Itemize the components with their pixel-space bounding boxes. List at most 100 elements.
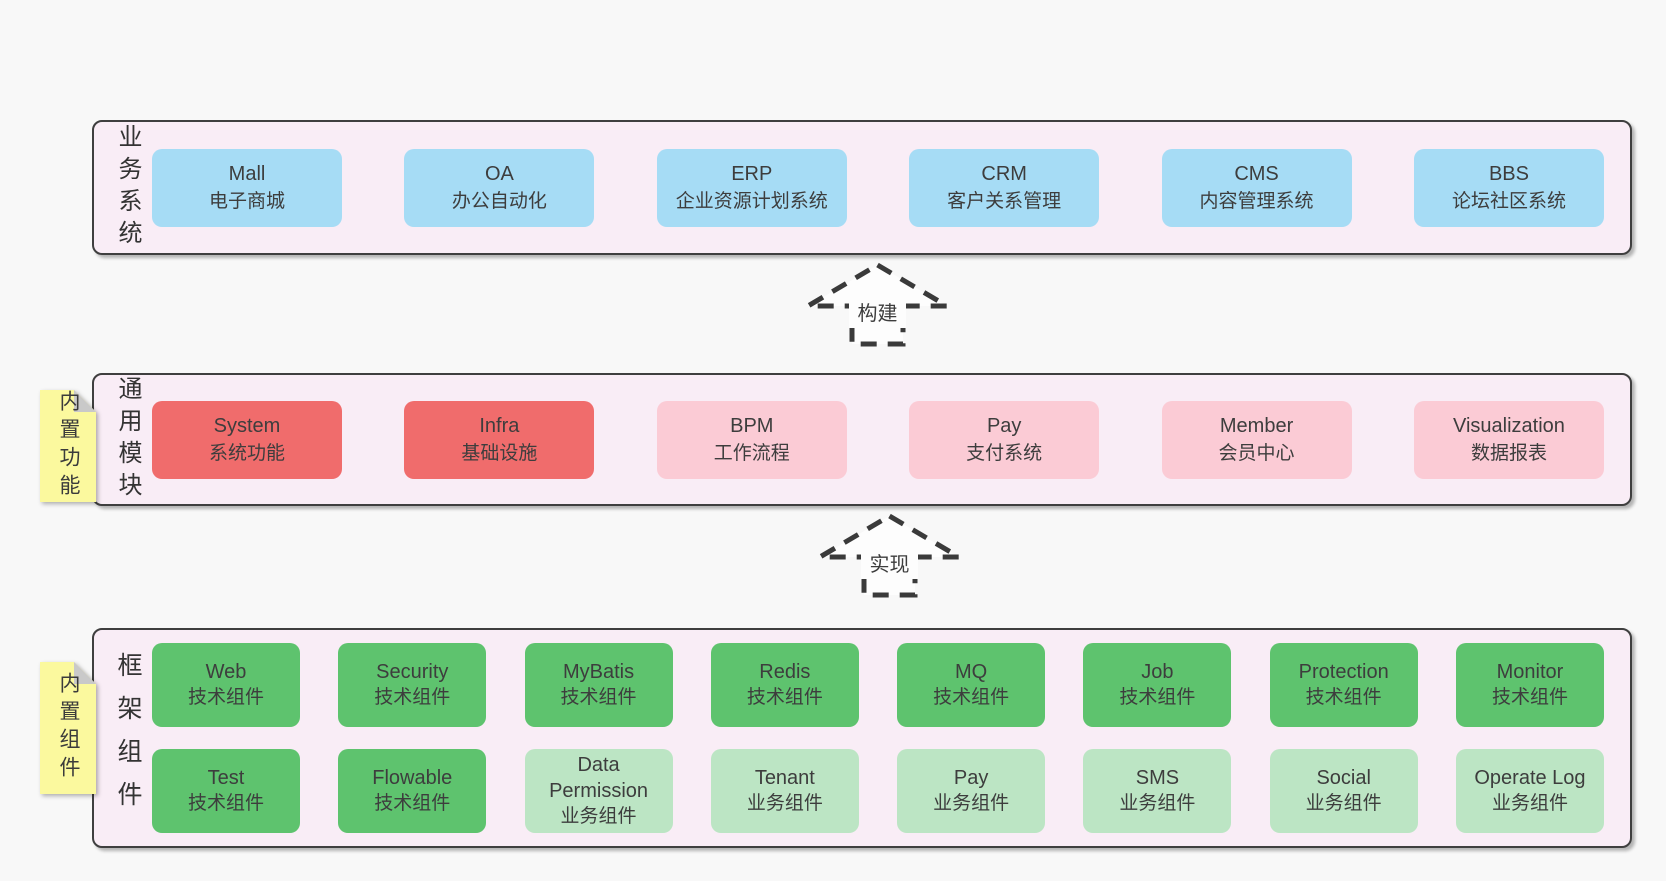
box-security: Security 技术组件	[338, 643, 487, 727]
box-pay-system: Pay 支付系统	[909, 400, 1100, 479]
box-subtitle: 支付系统	[966, 442, 1043, 464]
box-subtitle: 技术组件	[187, 687, 264, 708]
box-subtitle: 企业资源计划系统	[675, 190, 828, 212]
box-subtitle: 工作流程	[713, 442, 790, 464]
box-title: Tenant	[754, 767, 815, 789]
box-title: MQ	[955, 661, 988, 683]
box-title: Social	[1316, 767, 1371, 789]
box-title: Job	[1141, 661, 1174, 683]
panel-business-systems: 业务系统 Mall 电子商城 OA 办公自动化 ERP 企业资源计划系统 CRM…	[92, 120, 1632, 255]
arrow-build: 构建	[805, 262, 950, 347]
box-title: Data Permission	[549, 754, 649, 802]
box-title: CMS	[1234, 162, 1279, 185]
box-subtitle: 技术组件	[374, 687, 451, 708]
box-title: Security	[376, 661, 449, 683]
box-subtitle: 业务组件	[1305, 793, 1382, 814]
box-subtitle: 数据报表	[1470, 442, 1547, 464]
box-title: Member	[1219, 414, 1294, 437]
box-mybatis: MyBatis 技术组件	[524, 643, 673, 727]
label-framework-components: 框架组件	[114, 652, 142, 824]
box-title: Pay	[953, 767, 989, 789]
arrow-label-bg	[849, 298, 906, 328]
box-subtitle: 技术组件	[187, 793, 264, 814]
box-title: Redis	[759, 661, 811, 683]
box-subtitle: 业务组件	[746, 793, 823, 814]
box-job: Job 技术组件	[1083, 643, 1232, 727]
box-subtitle: 论坛社区系统	[1451, 190, 1566, 212]
box-flowable: Flowable 技术组件	[338, 749, 487, 833]
box-title: MyBatis	[563, 661, 635, 683]
box-cms: CMS 内容管理系统	[1161, 148, 1352, 227]
box-title: SMS	[1135, 767, 1180, 789]
box-crm: CRM 客户关系管理	[909, 148, 1100, 227]
box-title: BPM	[730, 414, 774, 437]
box-infra: Infra 基础设施	[404, 400, 595, 479]
box-title: CRM	[981, 162, 1027, 185]
box-bbs: BBS 论坛社区系统	[1413, 148, 1604, 227]
panel-common-modules: 通用模块 System 系统功能 Infra 基础设施 BPM 工作流程 Pay…	[92, 373, 1632, 506]
box-subtitle: 客户关系管理	[947, 190, 1062, 212]
sticky-note-body	[40, 662, 96, 794]
label-common-modules: 通用模块	[114, 375, 141, 504]
box-title: Infra	[479, 414, 520, 437]
box-subtitle: 技术组件	[374, 793, 451, 814]
box-title: ERP	[731, 162, 773, 185]
box-member: Member 会员中心	[1161, 400, 1352, 479]
box-subtitle: 电子商城	[208, 190, 285, 212]
box-title: Operate Log	[1474, 767, 1586, 789]
box-subtitle: 办公自动化	[451, 190, 547, 212]
business-boxes-row: Mall 电子商城 OA 办公自动化 ERP 企业资源计划系统 CRM 客户关系…	[152, 122, 1604, 253]
box-subtitle: 系统功能	[208, 442, 285, 464]
box-oa: OA 办公自动化	[404, 148, 595, 227]
box-subtitle: 业务组件	[1119, 793, 1196, 814]
modules-boxes-row: System 系统功能 Infra 基础设施 BPM 工作流程 Pay 支付系统…	[152, 375, 1604, 504]
box-subtitle: 业务组件	[560, 806, 637, 827]
label-business-systems: 业务系统	[114, 123, 141, 252]
box-subtitle: 内容管理系统	[1199, 190, 1314, 212]
box-system: System 系统功能	[152, 400, 342, 479]
box-title: Web	[205, 661, 247, 683]
box-subtitle: 业务组件	[933, 793, 1010, 814]
framework-boxes-grid: Web 技术组件 Security 技术组件 MyBatis 技术组件 Redi…	[152, 630, 1604, 846]
box-title: Monitor	[1496, 661, 1564, 683]
box-subtitle: 技术组件	[1119, 687, 1196, 708]
arrow-implement-label: 实现	[870, 553, 910, 576]
box-title: Visualization	[1452, 414, 1565, 437]
box-title: System	[213, 414, 281, 437]
box-social: Social 业务组件	[1269, 749, 1418, 833]
box-data-permission: Data Permission 业务组件	[524, 749, 673, 833]
framework-row-bottom: Test 技术组件 Flowable 技术组件 Data Permission …	[152, 749, 1604, 833]
box-title: Test	[207, 767, 245, 789]
box-sms: SMS 业务组件	[1083, 749, 1232, 833]
sticky-note-built-in-components: 内置组件	[40, 662, 96, 794]
box-redis: Redis 技术组件	[710, 643, 859, 727]
box-title: Pay	[986, 414, 1022, 437]
box-erp: ERP 企业资源计划系统	[656, 148, 847, 227]
box-title: Protection	[1298, 661, 1389, 683]
box-pay-component: Pay 业务组件	[897, 749, 1046, 833]
box-title: Mall	[228, 162, 266, 185]
sticky-note-built-in-features: 内置功能	[40, 390, 96, 502]
box-title: BBS	[1488, 162, 1529, 185]
box-subtitle: 技术组件	[746, 687, 823, 708]
box-subtitle: 技术组件	[933, 687, 1010, 708]
box-mall: Mall 电子商城	[152, 148, 342, 227]
box-subtitle: 技术组件	[560, 687, 637, 708]
box-test: Test 技术组件	[152, 749, 300, 833]
box-monitor: Monitor 技术组件	[1455, 643, 1604, 727]
box-web: Web 技术组件	[152, 643, 300, 727]
box-title: OA	[484, 162, 514, 185]
box-protection: Protection 技术组件	[1269, 643, 1418, 727]
box-subtitle: 技术组件	[1305, 687, 1382, 708]
box-bpm: BPM 工作流程	[656, 400, 847, 479]
box-operate-log: Operate Log 业务组件	[1455, 749, 1604, 833]
arrow-build-label: 构建	[858, 302, 898, 325]
sticky-note-text: 内置组件	[57, 672, 80, 784]
box-subtitle: 业务组件	[1491, 793, 1568, 814]
framework-row-top: Web 技术组件 Security 技术组件 MyBatis 技术组件 Redi…	[152, 643, 1604, 727]
arrow-label-bg	[861, 549, 918, 579]
sticky-note-text: 内置功能	[57, 390, 80, 502]
box-mq: MQ 技术组件	[897, 643, 1046, 727]
box-subtitle: 会员中心	[1218, 442, 1295, 464]
box-subtitle: 技术组件	[1491, 687, 1568, 708]
